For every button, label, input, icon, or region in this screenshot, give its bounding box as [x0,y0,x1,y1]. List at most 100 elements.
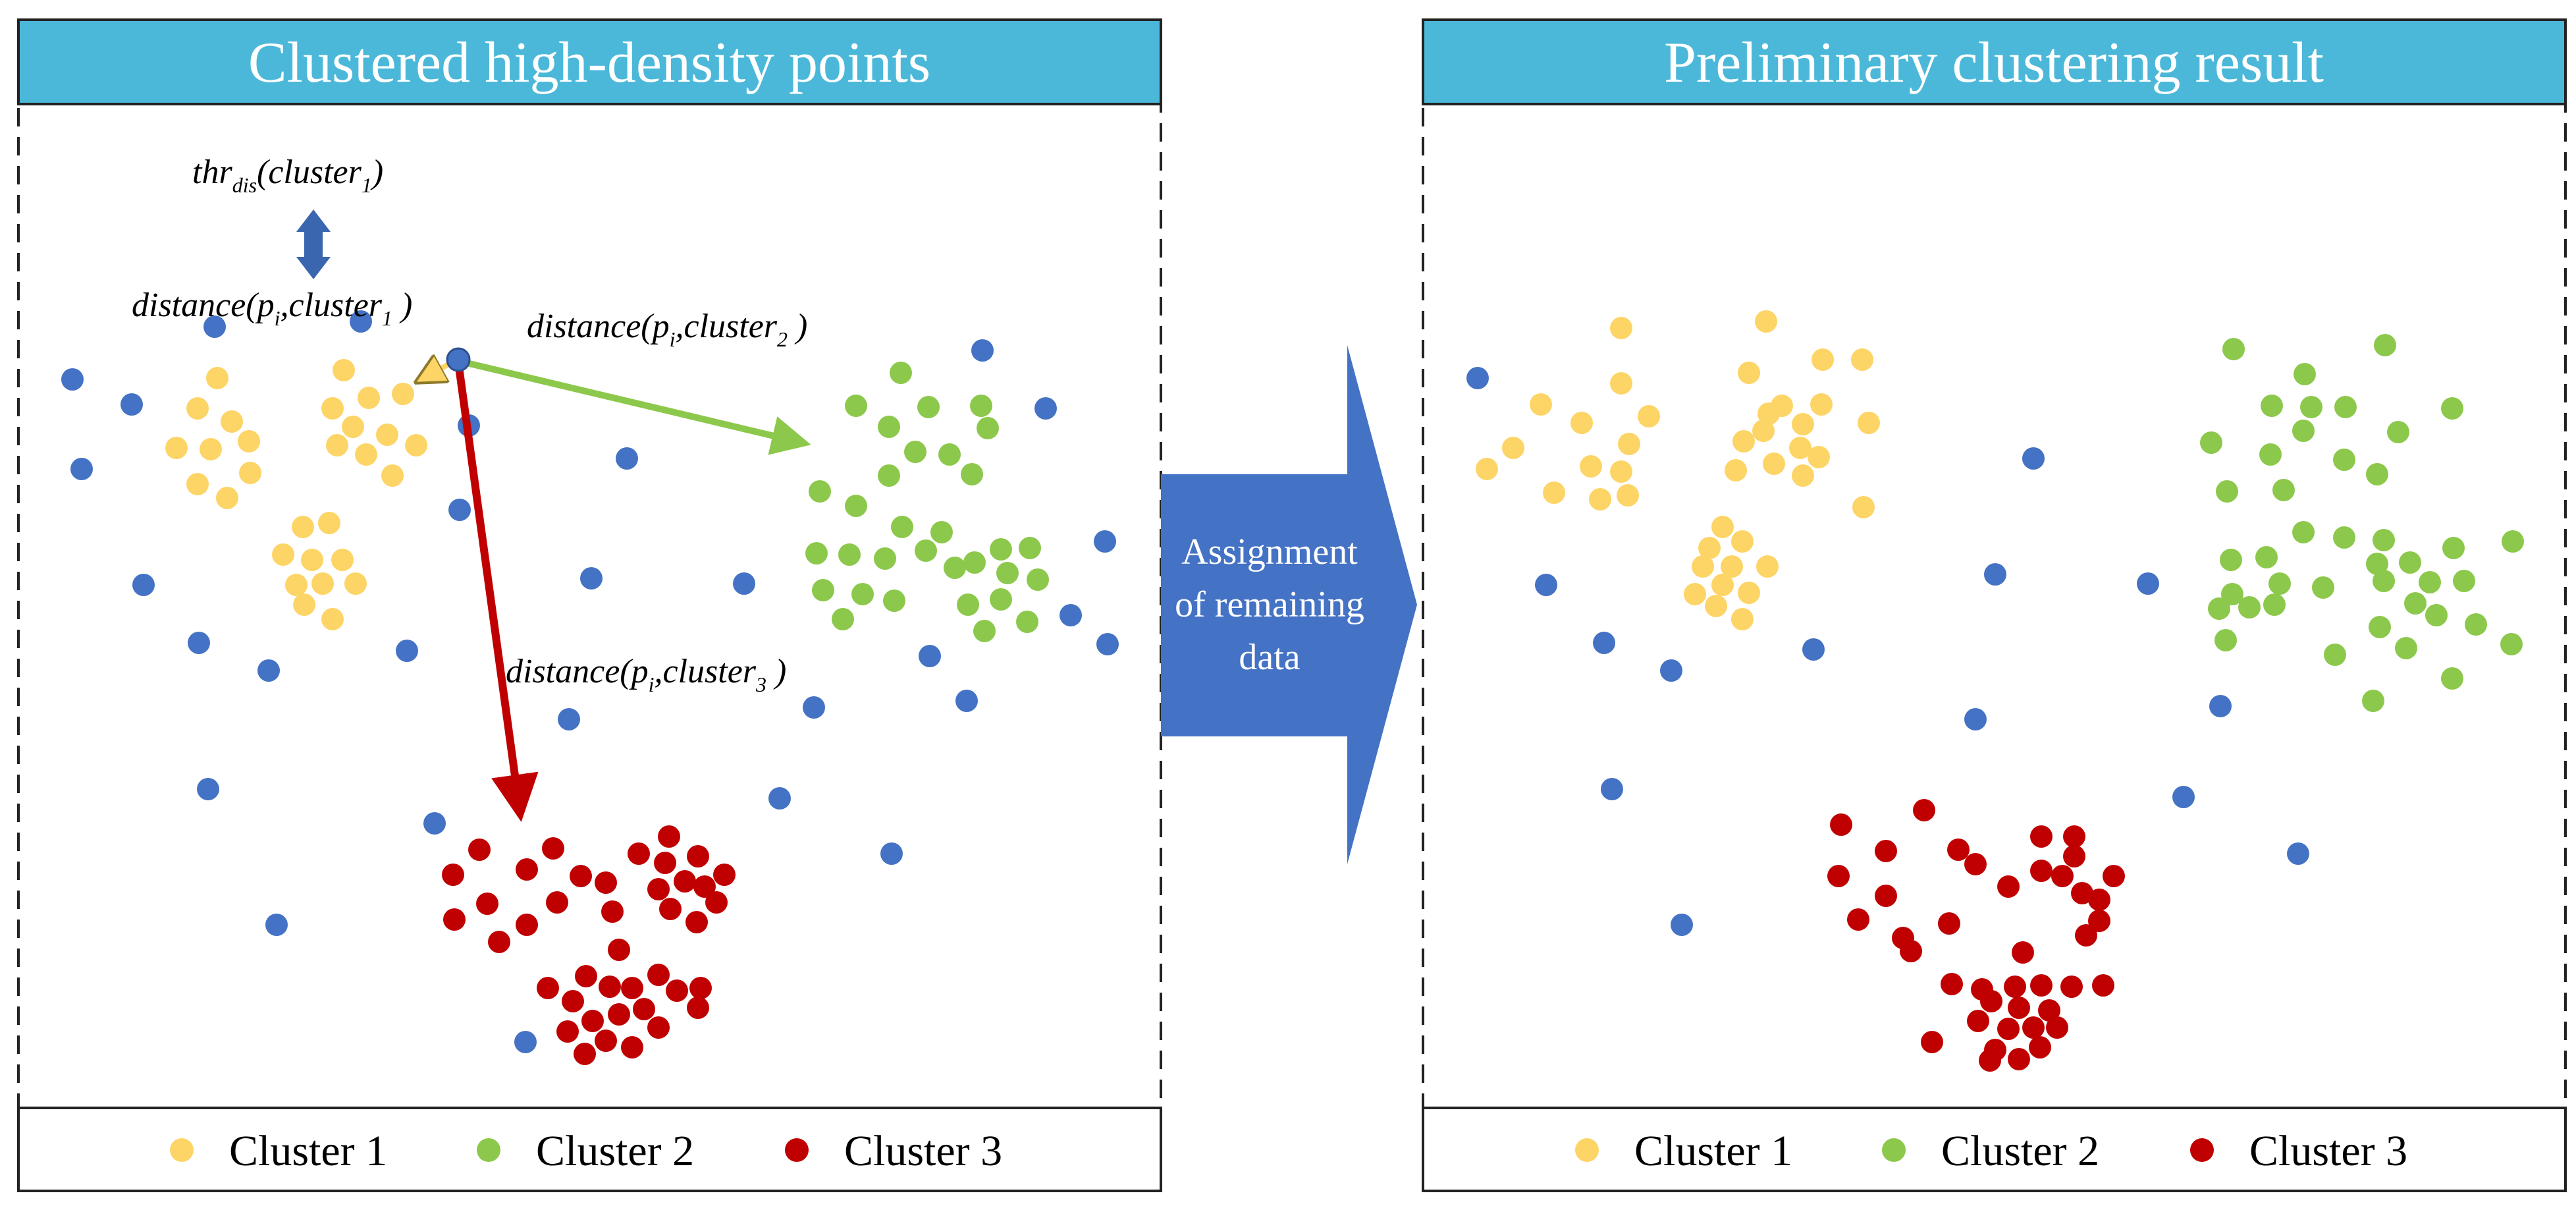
unassigned-point [919,645,941,667]
cluster-2-point [2441,667,2463,690]
cluster-2-point [938,443,961,466]
distance-cluster-3-label: distance(pi,cluster3 ) [506,653,786,696]
legend-cluster-2-label: Cluster 2 [1941,1127,2099,1175]
cluster-1-point [1763,453,1785,475]
cluster-3-point [601,900,624,923]
cluster-1-point [285,574,308,596]
cluster-1-point [376,424,398,446]
right-arrow-icon [1161,345,1417,864]
cluster-3-point [1964,853,1987,875]
cluster-1-point [1618,433,1640,455]
cluster-3-point [1875,885,1897,907]
cluster-2-point [944,557,966,579]
cluster-3-point [1967,1010,1989,1032]
legend-cluster-2-marker [477,1138,500,1162]
cluster-2-point [805,542,828,564]
cluster-3-point [674,870,696,893]
unassigned-point [580,567,603,590]
cluster-3-point [2071,882,2093,904]
cluster-1-point [206,367,228,389]
cluster-2-point [2292,521,2315,543]
cluster-2-point [990,538,1012,561]
cluster-3-point [1875,840,1897,862]
cluster-3-point [687,997,709,1019]
cluster-3-point [647,1016,670,1039]
cluster-1-point [1502,437,1524,459]
cluster-1-point [1858,412,1880,434]
distance-arrow-cluster-3 [454,362,539,822]
cluster-2-point [838,543,861,566]
unassigned-point [1964,708,1987,730]
cluster-3-point [516,914,538,936]
cluster-2-point [2502,530,2524,553]
cluster-1-point [1756,555,1779,578]
cluster-1-point [1738,362,1760,384]
left-scatter-points [61,310,1119,1065]
cluster-2-point [2442,537,2465,559]
cluster-1-point [1705,595,1727,617]
cluster-3-point [689,977,712,999]
cluster-2-point [957,593,979,616]
cluster-3-point [562,990,584,1012]
right-panel-title: Preliminary clustering result [1664,31,2324,95]
cluster-1-point [1610,317,1632,339]
cluster-1-point [342,416,364,438]
cluster-1-point [1811,348,1834,371]
cluster-1-point [165,437,188,459]
transition-arrow: Assignment of remaining data [1161,345,1417,864]
cluster-3-point [546,891,568,914]
cluster-2-point [812,579,834,601]
cluster-1-point [301,549,323,571]
cluster-1-point [1810,393,1833,416]
cluster-1-point [1570,412,1593,434]
legend-cluster-2-label: Cluster 2 [536,1127,694,1175]
cluster-1-point [1752,420,1775,442]
cluster-3-point [654,852,676,874]
cluster-1-point [1792,413,1814,435]
legend-cluster-3-label: Cluster 3 [844,1127,1002,1175]
cluster-2-point [1016,611,1038,633]
cluster-2-point [2238,596,2261,619]
cluster-1-point [272,543,294,566]
transition-arrow-line-2: of remaining [1175,584,1364,625]
cluster-3-point [666,979,688,1002]
distance-cluster-2-label: distance(pi,cluster2 ) [527,308,807,351]
cluster-1-point [1721,555,1743,578]
cluster-3-point [1947,839,1970,861]
cluster-1-point [238,430,260,453]
cluster-3-point [1900,940,1922,962]
unassigned-point [955,690,978,712]
unassigned-point [1094,530,1116,553]
cluster-2-point [2334,396,2357,418]
unassigned-point [971,339,994,362]
cluster-1-point [392,383,414,405]
left-panel-legend: Cluster 1 Cluster 2 Cluster 3 [17,1107,1162,1192]
cluster-1-point [1852,496,1875,518]
legend-cluster-1-marker [1575,1138,1599,1162]
unassigned-point [1060,604,1082,626]
unassigned-point [448,499,471,521]
left-panel-title: Clustered high-density points [248,31,930,95]
cluster-1-point [1543,481,1565,504]
cluster-1-point [1711,574,1734,596]
cluster-2-point [845,395,867,417]
cluster-3-point [2088,889,2110,911]
unassigned-point [265,914,288,936]
cluster-3-point [2030,974,2053,997]
cluster-3-point [1980,990,2002,1012]
cluster-2-point [2292,420,2315,442]
left-panel: Clustered high-density points Cluster 1 … [17,18,1162,1192]
cluster-3-point [628,842,650,865]
cluster-2-point [878,464,900,487]
cluster-3-point [2063,825,2085,848]
cluster-2-point [2395,637,2417,659]
cluster-1-point [216,487,238,509]
cluster-1-point [1792,464,1814,487]
cluster-3-point [2060,976,2083,998]
cluster-1-point [1789,437,1811,459]
cluster-1-point [1692,555,1714,578]
right-scatter-points [1466,310,2524,1072]
unassigned-point [1984,563,2006,586]
cluster-3-point [1830,813,1852,836]
left-panel-header: Clustered high-density points [17,18,1162,105]
